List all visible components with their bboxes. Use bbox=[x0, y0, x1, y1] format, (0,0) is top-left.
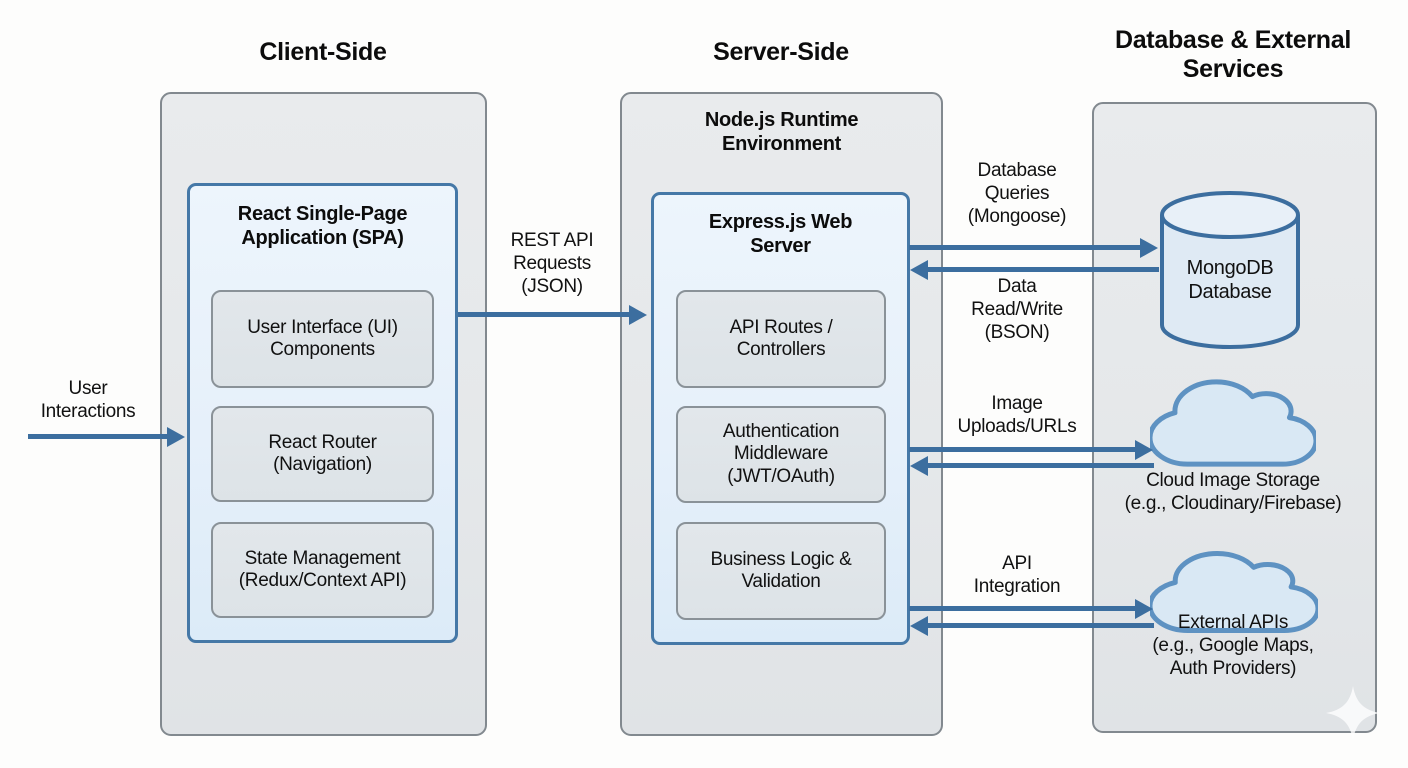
arrow-rest-api-request bbox=[458, 305, 647, 325]
auth-middleware-box: Authentication Middleware (JWT/OAuth) bbox=[676, 406, 886, 503]
cloud-storage-icon bbox=[1150, 376, 1316, 470]
database-cylinder-icon bbox=[1158, 189, 1302, 353]
api-integration-label: API Integration bbox=[973, 553, 1061, 597]
react-router-box: React Router (Navigation) bbox=[211, 406, 434, 502]
arrow-db-queries bbox=[909, 238, 1158, 258]
image-uploads-label: Image Uploads/URLs bbox=[957, 393, 1077, 437]
client-column-header: Client-Side bbox=[259, 38, 387, 66]
ui-components-box: User Interface (UI) Components bbox=[211, 290, 434, 388]
api-routes-box: API Routes / Controllers bbox=[676, 290, 886, 388]
node-runtime-title: Node.js Runtime Environment bbox=[704, 109, 859, 155]
arrow-api-integration bbox=[909, 599, 1153, 619]
express-server-title: Express.js Web Server bbox=[708, 211, 853, 257]
db-queries-label: Database Queries (Mongoose) bbox=[967, 160, 1067, 227]
arrow-api-integration-return bbox=[910, 616, 1154, 636]
server-column-header: Server-Side bbox=[713, 38, 849, 66]
business-logic-box: Business Logic & Validation bbox=[676, 522, 886, 620]
react-spa-title: React Single-Page Application (SPA) bbox=[237, 203, 408, 249]
external-apis-cloud-icon bbox=[1150, 548, 1318, 636]
arrow-image-uploads bbox=[909, 440, 1153, 460]
sparkle-watermark-icon bbox=[1326, 686, 1380, 740]
rest-api-label: REST API Requests (JSON) bbox=[510, 230, 594, 297]
arrow-db-read-write bbox=[910, 260, 1159, 280]
cloud-storage-label: Cloud Image Storage (e.g., Cloudinary/Fi… bbox=[1124, 470, 1342, 514]
state-management-box: State Management (Redux/Context API) bbox=[211, 522, 434, 618]
arrow-user-interactions bbox=[28, 427, 185, 447]
mongodb-label: MongoDB Database bbox=[1186, 257, 1274, 303]
external-apis-label: External APIs (e.g., Google Maps, Auth P… bbox=[1152, 612, 1314, 679]
user-interactions-label: User Interactions bbox=[40, 378, 136, 422]
database-column-header: Database & External Services bbox=[1114, 26, 1352, 83]
data-read-write-label: Data Read/Write (BSON) bbox=[971, 276, 1063, 343]
arrow-image-urls-return bbox=[910, 456, 1154, 476]
